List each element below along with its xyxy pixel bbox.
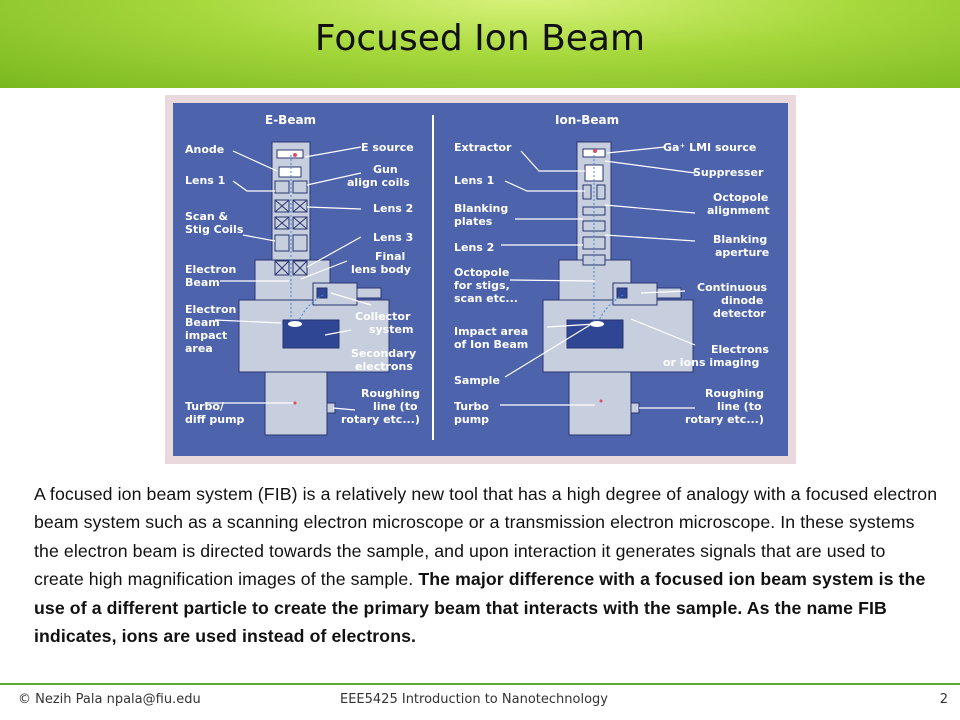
ionbeam-labels: Ion-Beam Extractor Lens 1 Blanking plate… <box>454 113 770 426</box>
svg-text:of Ion Beam: of Ion Beam <box>454 338 528 351</box>
body-paragraph: A focused ion beam system (FIB) is a rel… <box>34 480 939 650</box>
svg-text:Beam: Beam <box>185 316 220 329</box>
svg-text:aperture: aperture <box>715 246 769 259</box>
svg-text:Extractor: Extractor <box>454 141 512 154</box>
svg-text:Lens 1: Lens 1 <box>454 174 494 187</box>
svg-text:detector: detector <box>713 307 766 320</box>
ebeam-labels: E-Beam Anode Lens 1 Scan & Stig Coils El… <box>185 113 420 426</box>
svg-text:Final: Final <box>375 250 405 263</box>
svg-text:Continuous: Continuous <box>697 281 768 294</box>
svg-text:for stigs,: for stigs, <box>454 279 510 292</box>
svg-text:Lens 2: Lens 2 <box>454 241 494 254</box>
svg-text:or ions imaging: or ions imaging <box>663 356 759 369</box>
svg-text:system: system <box>369 323 413 336</box>
footer-author: © Nezih Pala npala@fiu.edu <box>18 692 201 707</box>
svg-text:area: area <box>185 342 213 355</box>
footer-page-number: 2 <box>939 692 948 707</box>
svg-text:Blanking: Blanking <box>454 202 508 215</box>
svg-text:line (to: line (to <box>373 400 418 413</box>
ebeam-source-dot <box>293 153 297 157</box>
fib-diagram-svg: E-Beam Anode Lens 1 Scan & Stig Coils El… <box>173 103 788 456</box>
svg-text:Gun: Gun <box>373 163 398 176</box>
svg-text:lens body: lens body <box>351 263 411 276</box>
svg-text:plates: plates <box>454 215 493 228</box>
svg-text:Blanking: Blanking <box>713 233 767 246</box>
svg-text:align coils: align coils <box>347 176 410 189</box>
svg-text:Lens 3: Lens 3 <box>373 231 413 244</box>
footer-divider <box>0 683 960 685</box>
svg-text:Turbo/: Turbo/ <box>185 400 225 413</box>
svg-text:rotary etc...): rotary etc...) <box>685 413 764 426</box>
svg-text:Electron: Electron <box>185 263 236 276</box>
paragraph-normal-text: A focused ion beam system (FIB) is a rel… <box>34 484 938 590</box>
svg-text:Electrons: Electrons <box>711 343 769 356</box>
ionbeam-leader-lines <box>500 146 696 409</box>
svg-text:scan etc...: scan etc... <box>454 292 518 305</box>
svg-text:Secondary: Secondary <box>351 347 416 360</box>
ion-pump-dot <box>599 399 603 403</box>
svg-text:Lens 1: Lens 1 <box>185 174 225 187</box>
svg-text:Lens 2: Lens 2 <box>373 202 413 215</box>
svg-text:Scan &: Scan & <box>185 210 229 223</box>
svg-text:Impact area: Impact area <box>454 325 528 338</box>
svg-text:diff pump: diff pump <box>185 413 245 426</box>
svg-text:Octopole: Octopole <box>454 266 509 279</box>
footer-course: EEE5425 Introduction to Nanotechnology <box>340 692 608 707</box>
svg-text:Collector: Collector <box>355 310 411 323</box>
fib-diagram: E-Beam Anode Lens 1 Scan & Stig Coils El… <box>165 95 796 464</box>
svg-text:Turbo: Turbo <box>454 400 489 413</box>
ebeam-leader-lines <box>205 146 372 411</box>
svg-text:Octopole: Octopole <box>713 191 768 204</box>
ebeam-heading: E-Beam <box>265 113 316 127</box>
svg-text:line (to: line (to <box>717 400 762 413</box>
svg-text:Anode: Anode <box>185 143 224 156</box>
ionbeam-heading: Ion-Beam <box>555 113 619 127</box>
svg-text:electrons: electrons <box>355 360 413 373</box>
svg-text:Suppresser: Suppresser <box>693 166 764 179</box>
svg-text:Electron: Electron <box>185 303 236 316</box>
svg-text:Roughing: Roughing <box>361 387 420 400</box>
ion-impact-spot <box>590 321 604 327</box>
slide-title: Focused Ion Beam <box>314 18 646 59</box>
svg-text:rotary etc...): rotary etc...) <box>341 413 420 426</box>
svg-text:Ga⁺ LMI source: Ga⁺ LMI source <box>663 141 756 154</box>
svg-text:Roughing: Roughing <box>705 387 764 400</box>
svg-text:pump: pump <box>454 413 489 426</box>
ion-source-dot <box>593 149 597 153</box>
title-bar <box>0 0 960 88</box>
svg-text:alignment: alignment <box>707 204 770 217</box>
svg-text:dinode: dinode <box>721 294 763 307</box>
svg-text:Beam: Beam <box>185 276 220 289</box>
paragraph-bold-text: The major difference with a focused ion … <box>34 569 926 647</box>
svg-text:Sample: Sample <box>454 374 500 387</box>
ebeam-pump-dot <box>293 401 297 405</box>
ebeam-coil-marks <box>274 199 308 276</box>
svg-text:impact: impact <box>185 329 227 342</box>
ebeam-impact-spot <box>288 321 302 327</box>
svg-text:Stig Coils: Stig Coils <box>185 223 244 236</box>
svg-text:E source: E source <box>361 141 414 154</box>
